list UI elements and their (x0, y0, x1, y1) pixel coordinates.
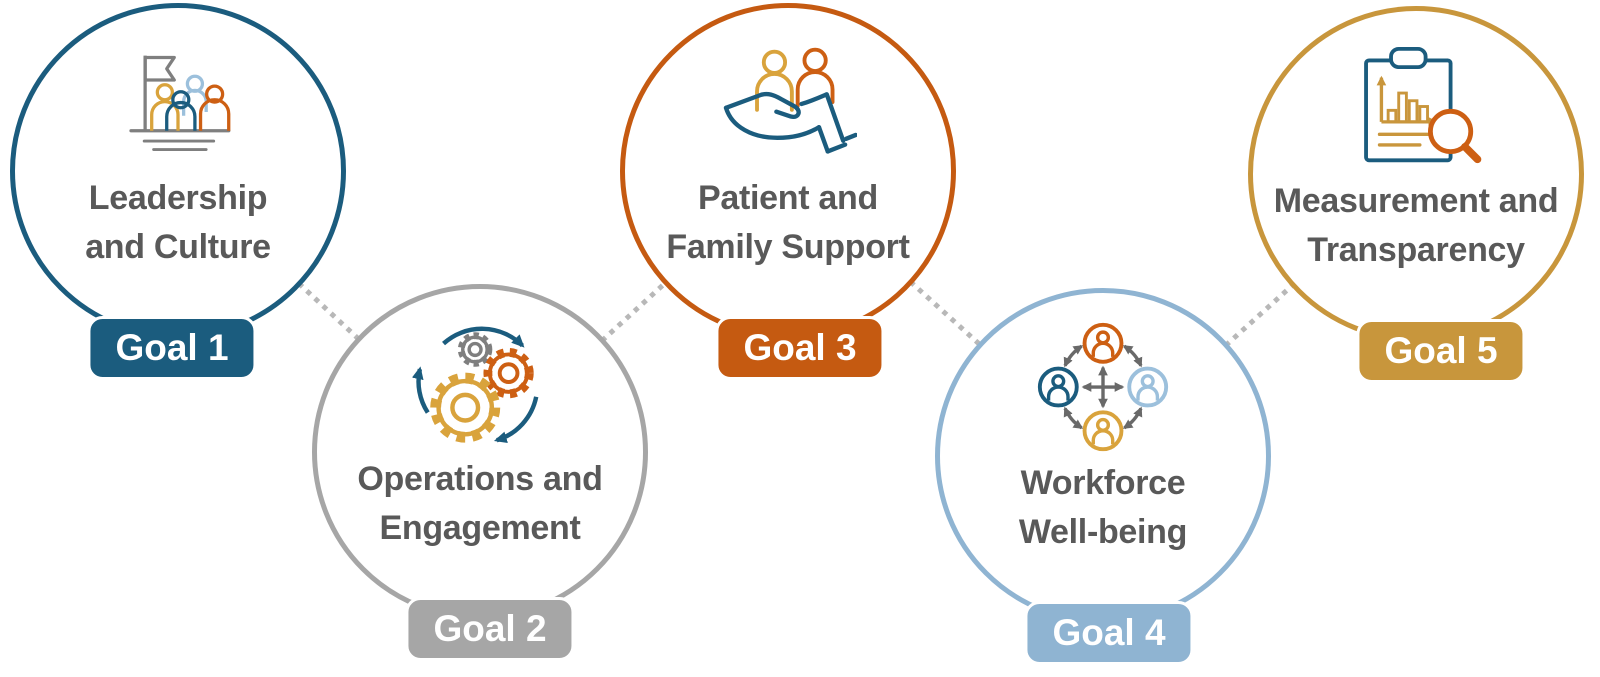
goal-5-label: Measurement and Transparency (1253, 177, 1579, 275)
goal-2-badge: Goal 2 (405, 596, 575, 661)
gears-cycle-icon (317, 317, 643, 451)
goal-4-label-line2: Well-being (1018, 513, 1188, 551)
goal-2-label-line1: Operations and (357, 460, 603, 498)
goal-5-circle: Measurement and Transparency Goal 5 (1248, 6, 1584, 383)
goal-2-label-line2: Engagement (379, 509, 581, 547)
goal-5-label-line1: Measurement and (1273, 182, 1559, 220)
goal-3-label-line2: Family Support (666, 228, 910, 266)
goal-5-badge: Goal 5 (1356, 318, 1526, 383)
clipboard-chart-magnifier-icon (1253, 39, 1579, 173)
hand-holding-people-icon (625, 36, 951, 170)
goal-3-label: Patient and Family Support (625, 174, 951, 272)
goal-4-circle: Workforce Well-being Goal 4 (935, 288, 1271, 665)
goal-5-label-line2: Transparency (1307, 231, 1525, 269)
goal-3-circle: Patient and Family Support Goal 3 (620, 3, 956, 380)
goal-4-label-line1: Workforce (1020, 464, 1186, 502)
goal-3-badge: Goal 3 (715, 315, 885, 380)
goal-1-label: Leadership and Culture (15, 174, 341, 272)
goal-3-label-line1: Patient and (698, 179, 878, 217)
goal-2-circle: Operations and Engagement Goal 2 (312, 284, 648, 661)
goal-2-label: Operations and Engagement (317, 455, 643, 553)
goal-1-label-line1: Leadership (88, 179, 268, 217)
goal-1-badge: Goal 1 (87, 315, 257, 380)
goal-1-label-line2: and Culture (85, 228, 271, 266)
goal-1-circle: Leadership and Culture Goal 1 (10, 3, 346, 380)
goal-4-label: Workforce Well-being (940, 459, 1266, 557)
people-network-icon (940, 321, 1266, 455)
flag-with-team-icon (15, 36, 341, 170)
goal-4-badge: Goal 4 (1024, 600, 1194, 665)
